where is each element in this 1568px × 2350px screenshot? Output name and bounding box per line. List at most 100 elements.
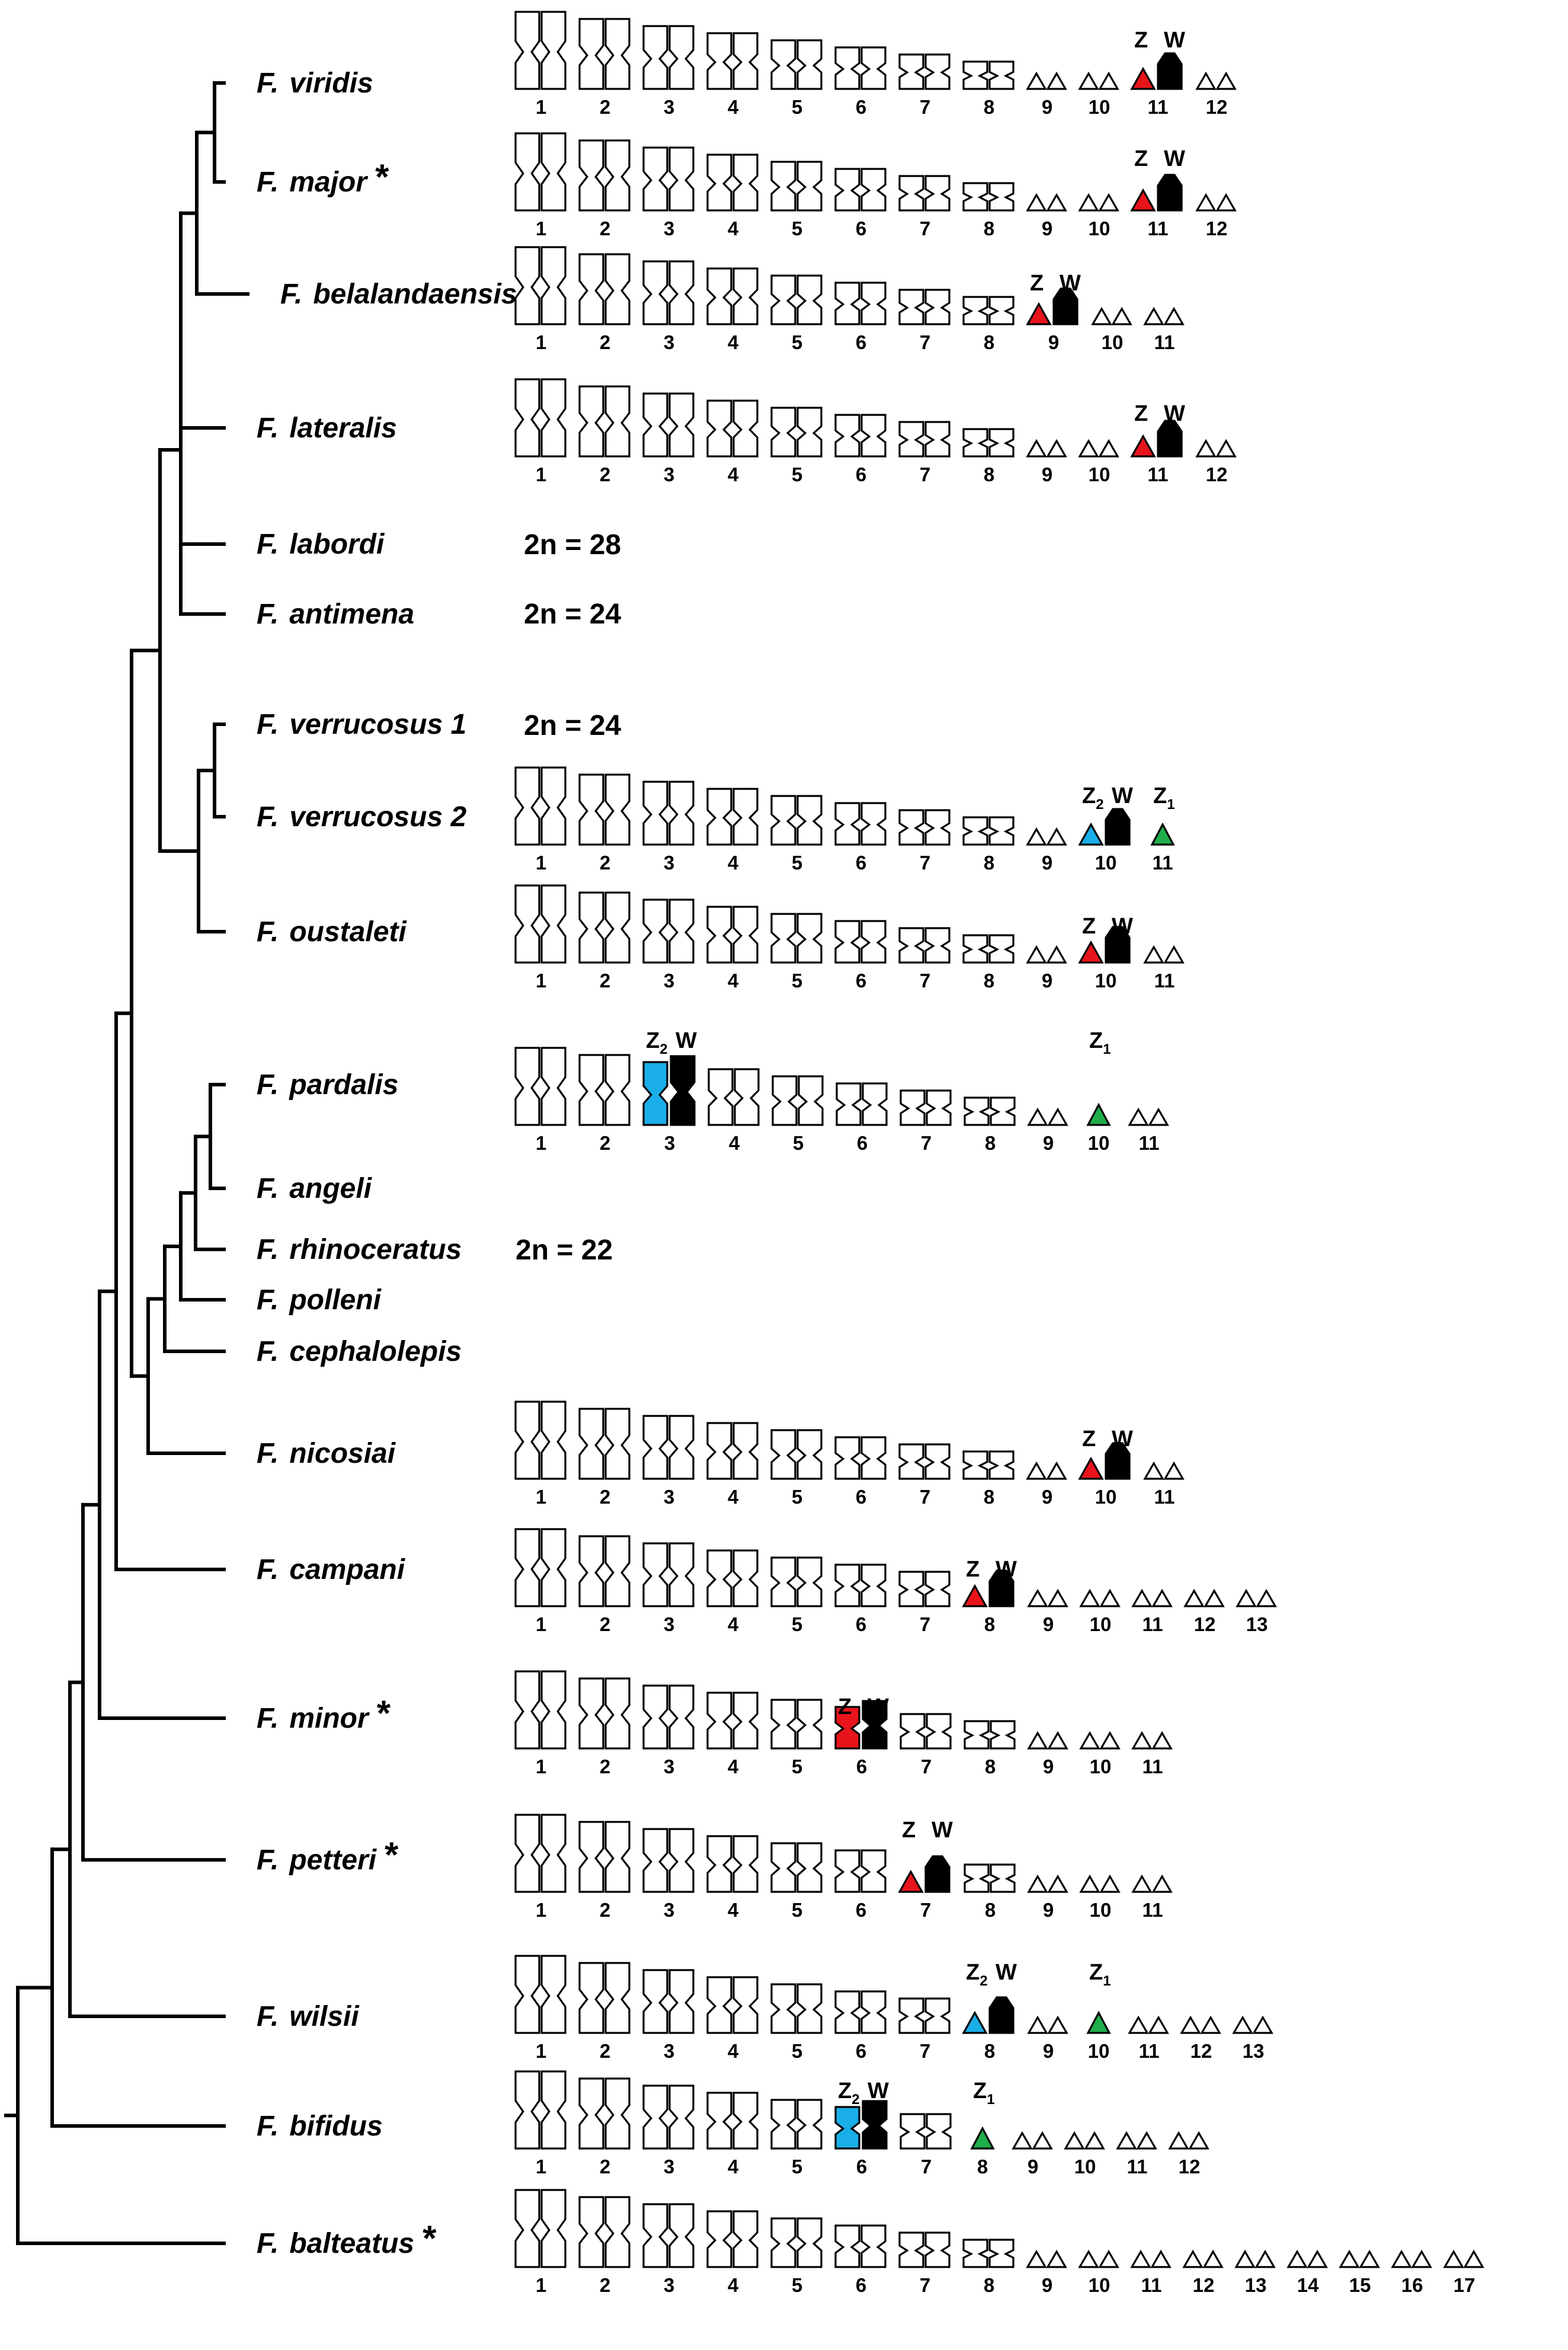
chromosome-pair-3: 3	[642, 1969, 695, 2062]
w-chromosome	[1157, 52, 1183, 90]
microchromosome	[1027, 1588, 1048, 1607]
microchromosome	[1463, 2249, 1484, 2268]
chromosome-number: 11	[1141, 2274, 1162, 2296]
chromosome-number: 1	[536, 2274, 546, 2296]
chromosome-homolog	[964, 1863, 990, 1893]
chromosome-homolog	[898, 2231, 924, 2268]
genus-abbrev: F.	[257, 1438, 279, 1469]
chromosome-number: 10	[1095, 1486, 1117, 1508]
chromosome-pair-11: 11	[1128, 1107, 1169, 1154]
chromosome-number: 8	[984, 1613, 995, 1635]
microchromosome	[1151, 1874, 1173, 1893]
z-chromosome	[962, 2010, 988, 2034]
chromosome-homolog	[514, 11, 540, 90]
species-name-nicosiai: F. nicosiai	[257, 1438, 396, 1469]
chromosome-pair-1: 1	[514, 378, 567, 485]
chromosome-number: 12	[1206, 218, 1228, 239]
microchromosome	[1200, 2015, 1221, 2034]
chromosome-homolog	[796, 913, 823, 964]
chromosome-pair-6: 6	[834, 1990, 887, 2062]
species-epithet: nicosiai	[289, 1438, 396, 1469]
chromosome-number: 8	[984, 463, 994, 485]
microchromosome	[1128, 1107, 1149, 1126]
microchromosome	[1078, 193, 1099, 212]
z-chromosome	[1130, 66, 1156, 90]
chromosome-number: 9	[1042, 463, 1052, 485]
chromosome-pair-7: 7	[898, 1443, 951, 1508]
microchromosome	[1047, 1731, 1068, 1750]
chromosome-homolog	[514, 1528, 540, 1607]
chromosome-pair-6: 6	[834, 1849, 887, 1921]
chromosome-homolog	[540, 884, 567, 964]
microchromosome	[1026, 945, 1047, 964]
microchromosome	[1046, 945, 1067, 964]
chromosome-pair-9: 9	[1012, 2131, 1053, 2178]
chromosome-number: 3	[664, 2040, 674, 2062]
chromosome-homolog	[962, 182, 988, 212]
chromosome-number: 3	[664, 463, 674, 485]
chromosome-homolog	[732, 267, 759, 325]
genus-abbrev: F.	[257, 1703, 279, 1734]
w-label: W	[996, 1960, 1017, 1985]
chromosome-homolog	[964, 1720, 990, 1750]
chromosome-homolog	[642, 1542, 668, 1607]
chromosome-pair-7: 7	[898, 175, 951, 239]
species-name-polleni: F.polleni	[257, 1284, 382, 1316]
chromosome-homolog	[964, 1096, 990, 1126]
z-label: Z	[838, 1694, 852, 1719]
chromosome-number: 11	[1148, 463, 1169, 485]
chromosome-pair-5: 5	[770, 2217, 823, 2296]
microchromosome	[1012, 2131, 1033, 2150]
chromosome-homolog	[514, 1047, 540, 1126]
chromosome-homolog	[900, 1089, 926, 1126]
chromosome-homolog	[604, 139, 631, 212]
chromosome-homolog	[514, 132, 540, 212]
chromosome-number: 4	[729, 1132, 740, 1154]
chromosome-homolog	[898, 421, 924, 458]
chromosome-homolog	[988, 60, 1015, 90]
chromosome-pair-17: 17	[1443, 2249, 1484, 2296]
chromosome-pair-11: 11	[1143, 945, 1185, 992]
chromosome-number: 7	[920, 852, 930, 874]
chromosome-homolog	[642, 1684, 668, 1750]
chromosome-pair-13: 13	[1236, 1588, 1277, 1635]
chromosome-number: 6	[856, 331, 866, 353]
microchromosome	[1046, 827, 1067, 846]
chromosome-pair-7: 7	[900, 1713, 952, 1777]
species-name-wilsii: F.wilsii	[257, 2001, 360, 2032]
chromosome-number: 9	[1043, 1132, 1054, 1154]
chromosome-homolog	[796, 274, 823, 325]
chromosome-homolog	[642, 25, 668, 90]
w-label: W	[996, 1557, 1017, 1582]
chromosome-number: 4	[728, 463, 739, 485]
microchromosome	[1287, 2249, 1308, 2268]
z-chromosome	[1130, 188, 1156, 212]
chromosome-pair-5: 5	[770, 1429, 823, 1508]
chromosome-pair-8: 8	[964, 1096, 1016, 1154]
microchromosome	[1150, 2249, 1172, 2268]
w-label: W	[676, 1028, 697, 1053]
chromosome-homolog	[834, 1990, 860, 2034]
chromosome-number: 11	[1153, 852, 1173, 874]
chromosome-number: 5	[792, 1486, 802, 1508]
w-chromosome	[988, 1996, 1015, 2034]
chromosome-number: 9	[1042, 1486, 1052, 1508]
w-chromosome	[1157, 420, 1183, 458]
chromosome-pair-6: 6	[834, 168, 887, 239]
chromosome-number: 3	[664, 1613, 674, 1635]
chromosome-pair-3: 3	[642, 1542, 695, 1635]
w-label: W	[1164, 401, 1185, 426]
chromosome-homolog	[770, 161, 796, 212]
chromosome-pair-4: 4	[706, 788, 759, 874]
chromosome-number: 9	[1043, 1899, 1054, 1921]
chromosome-homolog	[924, 175, 951, 212]
chromosome-number: 6	[857, 1132, 868, 1154]
chromosome-homolog	[668, 899, 695, 964]
z-chromosome	[1130, 434, 1156, 458]
chromosome-number: 4	[728, 1486, 739, 1508]
chromosome-homolog	[604, 891, 631, 964]
